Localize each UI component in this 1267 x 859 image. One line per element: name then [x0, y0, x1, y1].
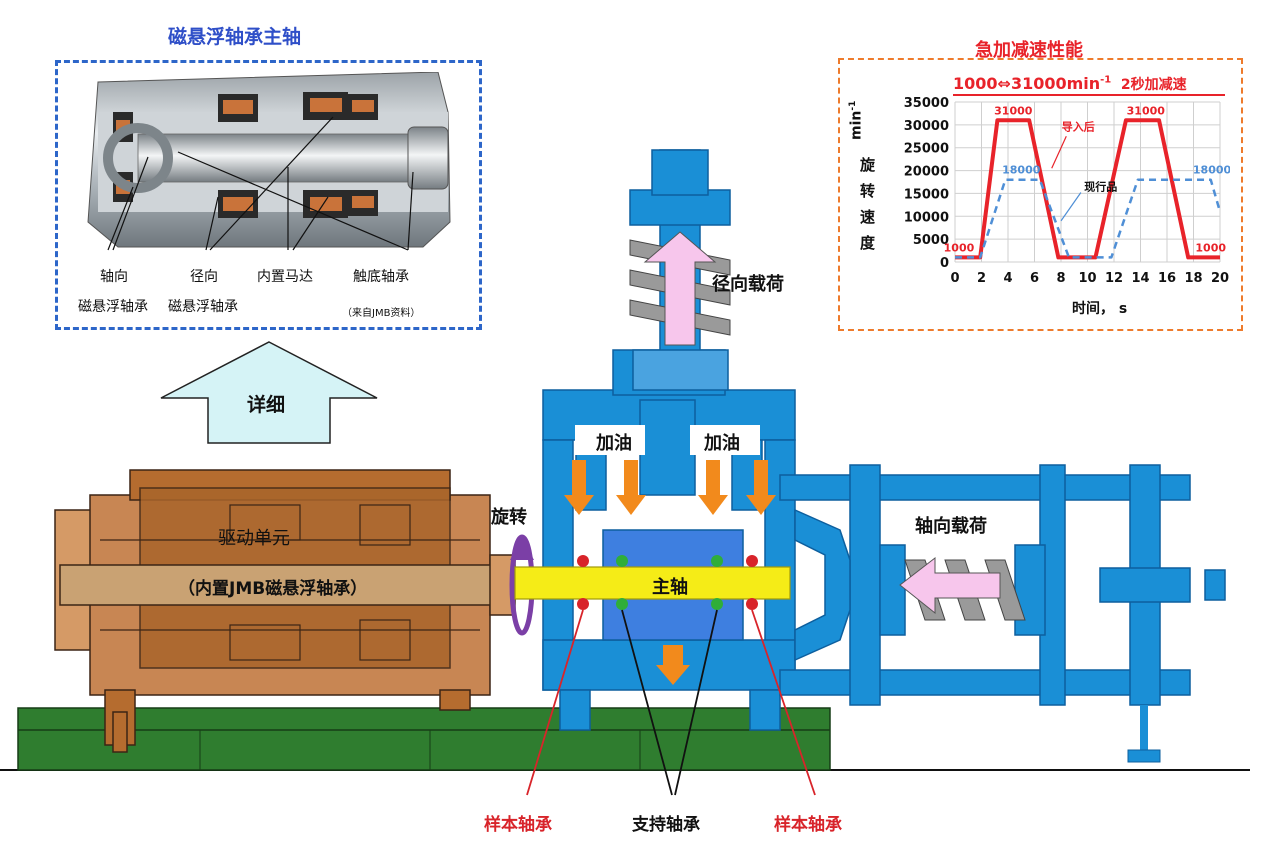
legend-leader — [1060, 192, 1082, 222]
chart-ylabel-char-1: 旋 — [860, 156, 876, 174]
y-tick-label: 20000 — [904, 165, 949, 180]
y-tick-label: 30000 — [904, 119, 949, 134]
chart-subtitle-underline — [953, 94, 1225, 96]
support-bearing-label: 支持轴承 — [632, 815, 700, 835]
test-rig-drawing — [0, 149, 1250, 796]
chart-ylabel-unit-text: min — [848, 110, 865, 140]
chart-subtitle-sup: -1 — [1100, 74, 1112, 86]
data-label: 31000 — [1127, 104, 1166, 117]
oil-arrows — [564, 460, 776, 685]
chart-ylabel-char-2: 转 — [860, 182, 876, 200]
green-base — [17, 707, 831, 771]
support-bearing — [616, 555, 723, 610]
photo-panel-frame — [55, 60, 482, 330]
drive-unit-label-1: 驱动单元 — [218, 528, 290, 549]
label-motor: 内置马达 — [257, 269, 313, 285]
legend-label: 导入后 — [1062, 119, 1095, 133]
axial-load-label: 轴向载荷 — [915, 516, 987, 537]
label-radial-2: 磁悬浮轴承 — [168, 299, 238, 315]
chart-subtitle-note: 2秒加减速 — [1120, 77, 1187, 93]
x-tick-label: 6 — [1030, 271, 1039, 286]
axial-load-frame — [779, 464, 1226, 706]
x-tick-label: 8 — [1056, 271, 1065, 286]
y-tick-label: 0 — [940, 256, 949, 271]
x-tick-label: 4 — [1003, 271, 1012, 286]
chart-ylabel-unit-sup: -1 — [848, 100, 858, 111]
data-label: 18000 — [1002, 164, 1041, 177]
sample-bearing-left — [577, 555, 589, 610]
sample-bearing-label-left: 样本轴承 — [484, 815, 552, 835]
chart-subtitle: 1000⇔31000min-1 2秒加减速 — [953, 74, 1187, 94]
chart-ylabel-unit: min-1 — [848, 101, 865, 140]
chart-title: 急加减速性能 — [975, 40, 1083, 61]
x-tick-label: 14 — [1131, 271, 1149, 286]
sample-bearing-right — [746, 555, 758, 610]
axial-load-arrow — [899, 556, 1001, 615]
bearing-pointer-lines — [526, 609, 816, 796]
label-source: （来自JMB资料） — [342, 308, 421, 319]
x-tick-label: 0 — [950, 271, 959, 286]
oil-label-left: 加油 — [596, 433, 632, 454]
x-tick-label: 20 — [1211, 271, 1229, 286]
legend-label: 现行品 — [1084, 180, 1117, 194]
main-shaft-label: 主轴 — [652, 577, 688, 598]
y-tick-label: 10000 — [904, 210, 949, 225]
drive-unit-label-2: （内置JMB磁悬浮轴承） — [178, 579, 368, 599]
spindle-cutaway-photo — [87, 72, 451, 251]
legend-leader — [1051, 136, 1067, 169]
series-line — [955, 178, 1222, 259]
label-touchdown: 触底轴承 — [353, 269, 409, 285]
data-label: 18000 — [1193, 164, 1230, 177]
speed-chart: 0 2 4 6 8 10 12 14 16 18 20 0 5000 10000 15000 20000 250… — [904, 96, 1230, 286]
chart-ylabel-char-4: 度 — [860, 234, 876, 252]
photo-panel-title: 磁悬浮轴承主轴 — [168, 26, 302, 48]
chart-subtitle-main: 1000⇔31000min — [953, 74, 1101, 93]
label-axial-1: 轴向 — [100, 269, 128, 285]
data-label: 1000 — [944, 241, 975, 254]
y-tick-label: 25000 — [904, 142, 949, 157]
detail-arrow — [160, 341, 378, 444]
main-shaft — [514, 566, 791, 600]
sample-bearing-label-right: 样本轴承 — [774, 815, 842, 835]
x-tick-label: 2 — [977, 271, 986, 286]
chart-ylabel-char-3: 速 — [860, 208, 876, 226]
radial-load-label: 径向载荷 — [712, 274, 784, 295]
y-tick-label: 35000 — [904, 96, 949, 111]
x-tick-label: 18 — [1184, 271, 1202, 286]
chart-frame — [838, 58, 1243, 331]
rotation-label: 旋转 — [491, 507, 527, 528]
chart-xlabel: 时间， s — [1072, 301, 1128, 317]
radial-load-arrow — [643, 231, 717, 346]
oil-label-right: 加油 — [704, 433, 740, 454]
adjustable-foot — [1127, 705, 1161, 763]
label-axial-2: 磁悬浮轴承 — [78, 299, 148, 315]
data-label: 1000 — [1195, 241, 1226, 254]
x-tick-label: 16 — [1158, 271, 1176, 286]
y-tick-label: 5000 — [913, 233, 949, 248]
label-radial-1: 径向 — [190, 269, 218, 285]
x-tick-label: 10 — [1078, 271, 1096, 286]
drive-unit — [54, 469, 516, 753]
x-tick-label: 12 — [1105, 271, 1123, 286]
detail-arrow-label: 详细 — [247, 394, 286, 416]
y-tick-label: 15000 — [904, 187, 949, 202]
data-label: 31000 — [994, 104, 1033, 117]
